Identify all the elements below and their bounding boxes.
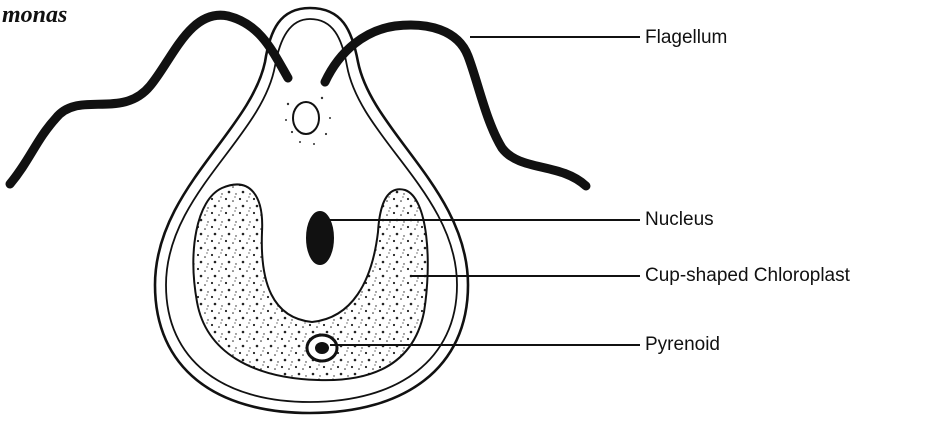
pyrenoid-label: Pyrenoid (645, 334, 720, 356)
flagellum-right (325, 25, 586, 186)
nucleus-label: Nucleus (645, 209, 714, 231)
flagellum-left (10, 15, 288, 184)
nucleus (307, 212, 333, 264)
flagellum-label: Flagellum (645, 27, 727, 49)
pyrenoid (307, 335, 337, 361)
chloroplast-label: Cup-shaped Chloroplast (645, 265, 850, 287)
diagram-title: monas (2, 2, 67, 29)
contractile-vacuole (285, 97, 331, 145)
